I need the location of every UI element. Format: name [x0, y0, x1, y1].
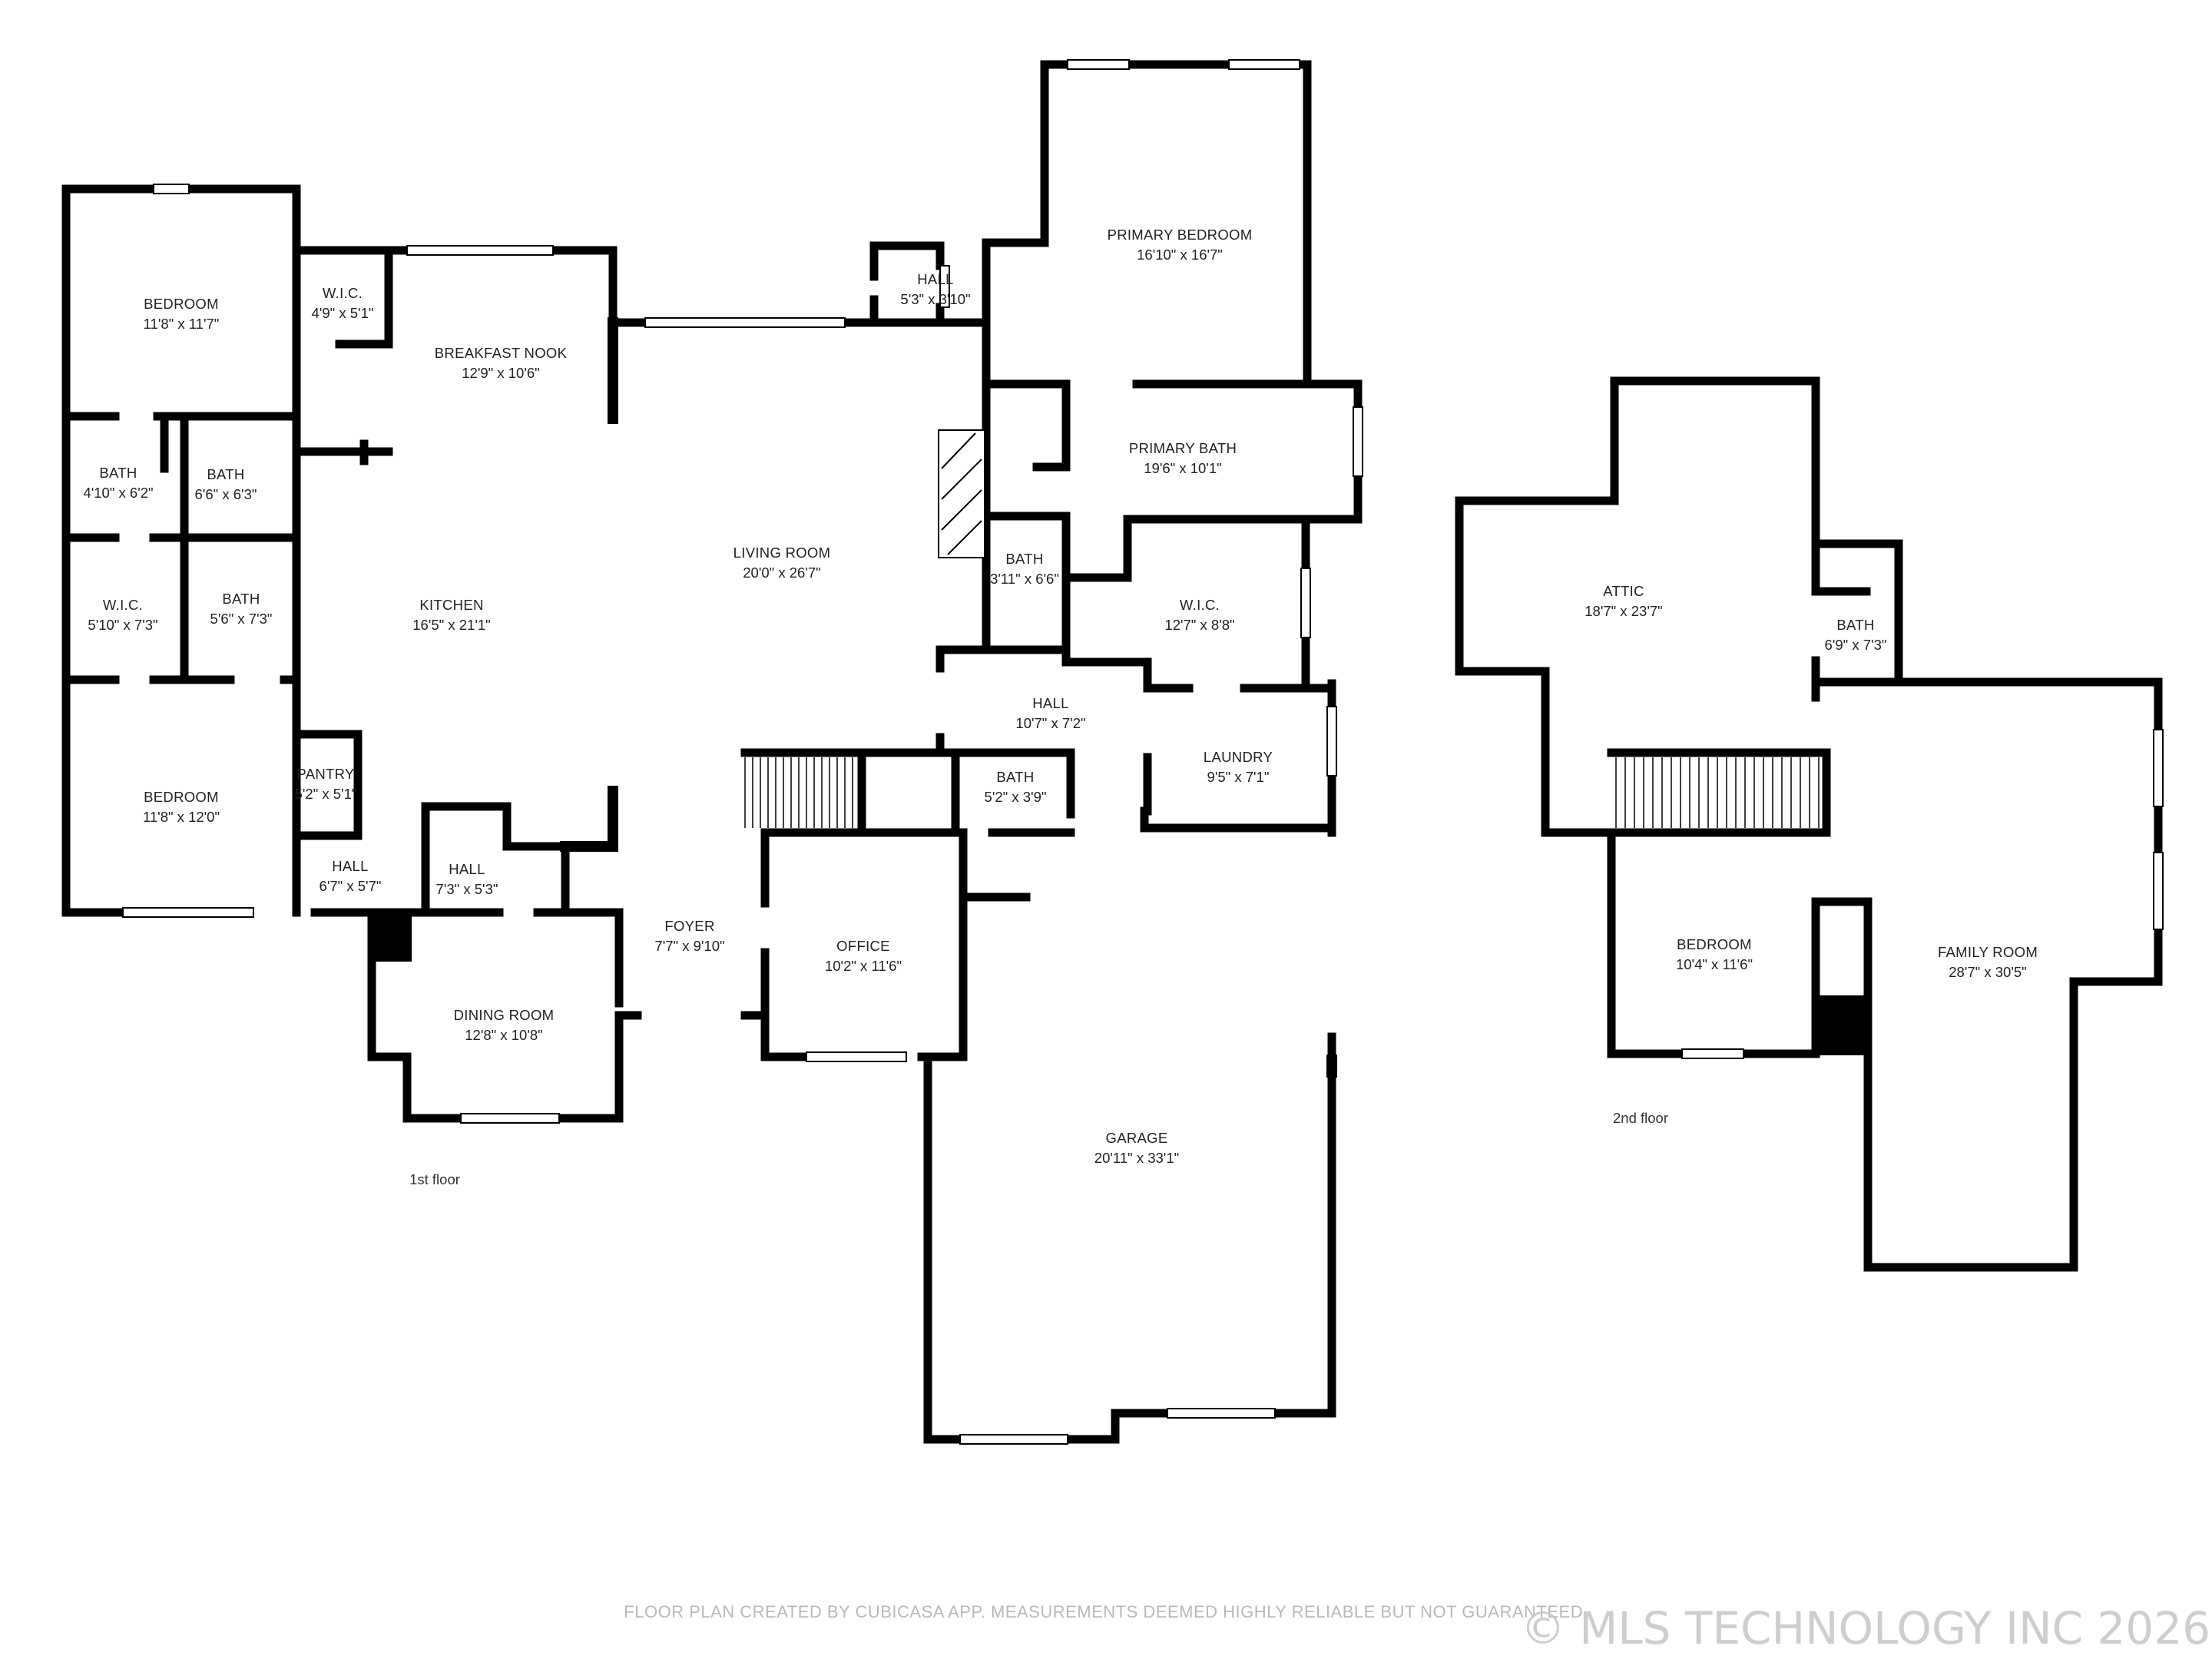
room-name: FOYER — [664, 918, 714, 934]
room-labels: BEDROOM 11'8" x 11'7" W.I.C. 4'9" x 5'1"… — [83, 227, 2038, 1166]
room-name: BEDROOM — [144, 296, 219, 312]
stairs — [744, 757, 1820, 828]
room-dims: 20'0" x 26'7" — [743, 565, 820, 581]
room-dims: 11'8" x 11'7" — [144, 316, 220, 332]
room-dims: 19'6" x 10'1" — [1144, 460, 1221, 476]
room-dims: 5'2" x 5'1" — [295, 786, 357, 802]
room-name: W.I.C. — [1180, 597, 1220, 613]
room-dims: 12'8" x 10'8" — [465, 1027, 542, 1043]
room-name: FAMILY ROOM — [1938, 944, 2038, 960]
room-dims: 5'3" x 3'10" — [900, 291, 970, 307]
room-dims: 20'11" x 33'1" — [1094, 1150, 1179, 1166]
room-dims: 6'9" x 7'3" — [1825, 637, 1887, 653]
room-name: BATH — [1005, 551, 1043, 567]
windows — [122, 59, 2164, 1445]
room-name: LIVING ROOM — [733, 545, 831, 561]
room-dims: 6'7" x 5'7" — [320, 878, 382, 894]
room-name: DINING ROOM — [454, 1007, 555, 1023]
room-name: BATH — [222, 591, 260, 607]
fireplace — [938, 429, 985, 558]
room-dims: 10'2" x 11'6" — [825, 958, 902, 974]
room-dims: 5'2" x 3'9" — [985, 789, 1047, 805]
room-name: BREAKFAST NOOK — [435, 345, 568, 361]
room-dims: 16'5" x 21'1" — [412, 617, 490, 633]
room-name: PRIMARY BEDROOM — [1108, 227, 1253, 243]
room-name: PRIMARY BATH — [1129, 440, 1237, 456]
room-dims: 28'7" x 30'5" — [1949, 964, 2026, 980]
room-name: BATH — [1836, 617, 1874, 633]
room-name: HALL — [449, 861, 485, 877]
footer-disclaimer: FLOOR PLAN CREATED BY CUBICASA APP. MEAS… — [624, 1602, 1588, 1621]
room-name: BATH — [207, 466, 244, 482]
floor-label-2nd: 2nd floor — [1613, 1110, 1668, 1126]
room-name: BEDROOM — [1677, 936, 1752, 952]
room-dims: 9'5" x 7'1" — [1207, 769, 1270, 785]
room-dims: 7'3" x 5'3" — [436, 881, 498, 897]
room-name: BATH — [99, 465, 137, 481]
room-name: PANTRY — [296, 766, 354, 782]
room-dims: 12'9" x 10'6" — [462, 365, 539, 381]
room-name: ATTIC — [1603, 583, 1644, 599]
room-dims: 3'11" x 6'6" — [990, 571, 1059, 587]
room-name: HALL — [332, 858, 368, 874]
room-dims: 5'10" x 7'3" — [88, 617, 157, 633]
room-name: BATH — [996, 769, 1034, 785]
room-dims: 18'7" x 23'7" — [1584, 603, 1662, 619]
room-name: HALL — [917, 271, 953, 287]
room-dims: 12'7" x 8'8" — [1164, 617, 1234, 633]
room-dims: 11'8" x 12'0" — [143, 809, 220, 825]
room-dims: 10'4" x 11'6" — [1676, 956, 1753, 972]
floor-label-1st: 1st floor — [409, 1171, 460, 1187]
room-name: OFFICE — [836, 938, 890, 954]
room-dims: 5'6" x 7'3" — [210, 611, 273, 627]
room-name: GARAGE — [1106, 1130, 1168, 1146]
room-dims: 4'9" x 5'1" — [312, 305, 374, 321]
room-name: W.I.C. — [323, 285, 363, 301]
room-dims: 6'6" x 6'3" — [195, 486, 257, 502]
room-name: KITCHEN — [419, 597, 483, 613]
room-name: LAUNDRY — [1204, 749, 1273, 765]
room-dims: 7'7" x 9'10" — [654, 938, 724, 954]
room-dims: 16'10" x 16'7" — [1137, 247, 1223, 263]
room-dims: 4'10" x 6'2" — [83, 485, 153, 501]
room-dims: 10'7" x 7'2" — [1015, 715, 1085, 731]
room-name: W.I.C. — [103, 597, 143, 613]
watermark: © MLS TECHNOLOGY INC 2026 — [1521, 1602, 2210, 1654]
room-name: BEDROOM — [144, 789, 219, 805]
room-name: HALL — [1032, 695, 1068, 711]
walls — [61, 60, 2163, 1444]
